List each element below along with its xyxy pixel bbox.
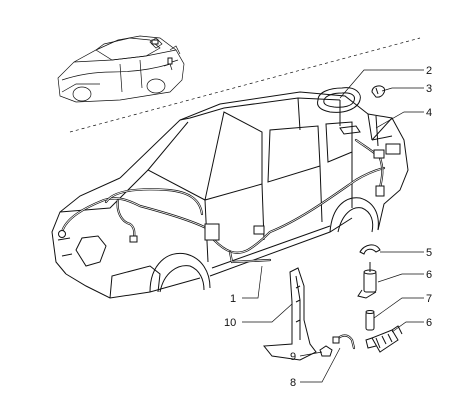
callout-5: 5	[426, 247, 432, 259]
callout-6-lower: 6	[426, 317, 432, 329]
callout-1: 1	[230, 293, 236, 305]
callout-3: 3	[426, 83, 432, 95]
callout-7: 7	[426, 293, 432, 305]
separator-line	[69, 37, 421, 133]
part-2-rear-seal	[317, 87, 361, 113]
part-7-connector	[365, 310, 375, 331]
callout-6-upper: 6	[426, 269, 432, 281]
part-6-washer-pump-lower	[365, 325, 403, 353]
callout-labels: 2 3 4 5 6 7 6 1 10 9 8	[224, 65, 432, 389]
part-8-elbow-hose	[332, 334, 356, 350]
part-9-cap	[319, 345, 333, 357]
part-5-hose-clip	[359, 244, 381, 255]
callout-8: 8	[290, 377, 296, 389]
callout-2: 2	[426, 65, 432, 77]
part-3-grommet	[371, 85, 385, 98]
part-10-bracket	[263, 267, 317, 361]
callout-4: 4	[426, 107, 432, 119]
callout-9: 9	[290, 351, 296, 363]
inset-car-thumbnail	[57, 35, 185, 103]
washer-hose-harness	[58, 115, 401, 264]
car-body-outline	[51, 91, 409, 299]
leader-lines	[242, 69, 424, 383]
part-6-washer-pump-upper	[357, 262, 377, 299]
callout-10: 10	[224, 317, 236, 329]
